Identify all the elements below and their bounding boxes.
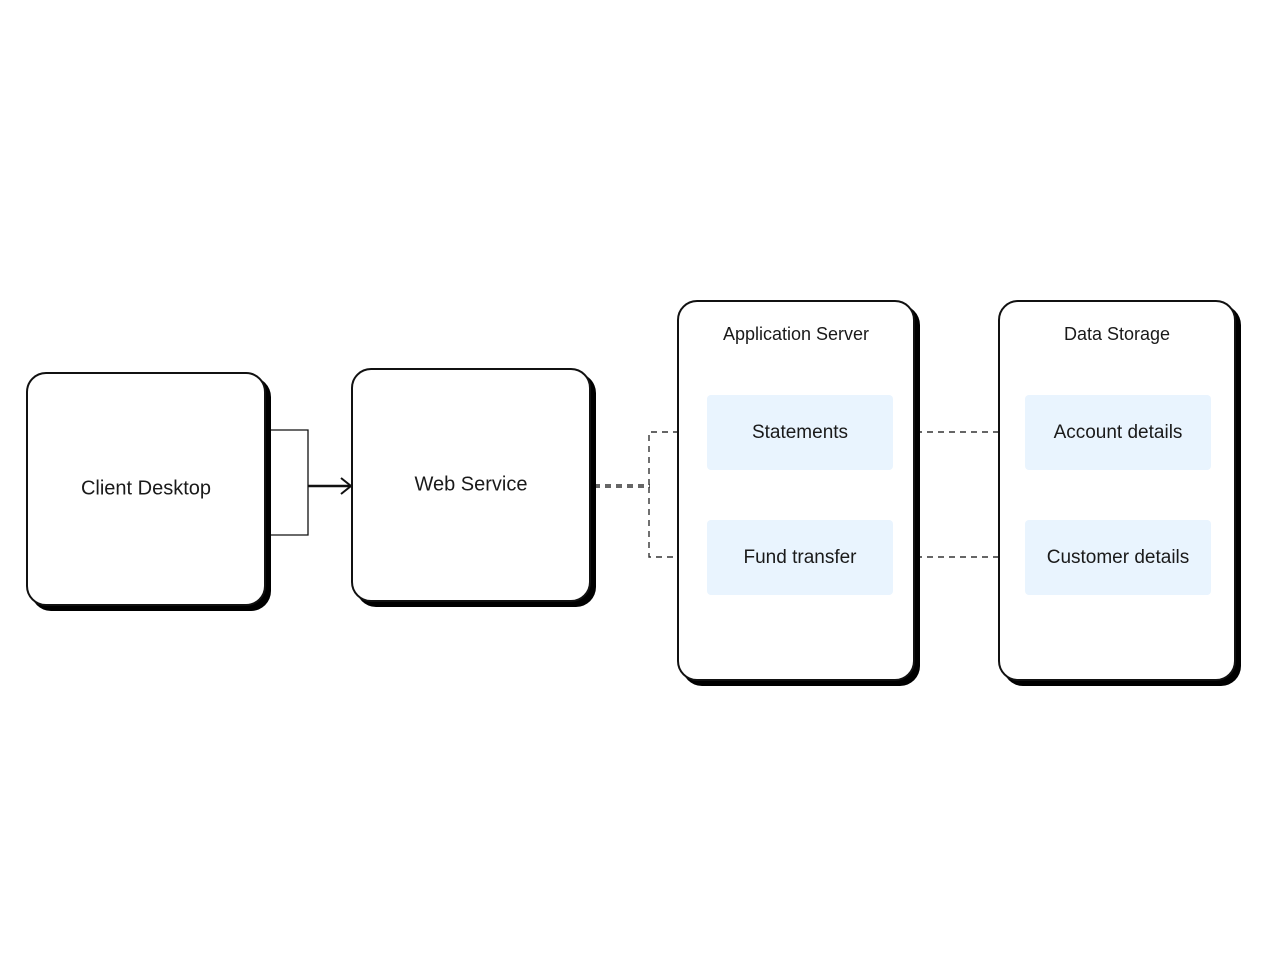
data-storage-group[interactable]: Data Storage bbox=[998, 300, 1236, 681]
client-desktop-label: Client Desktop bbox=[80, 477, 212, 500]
fund-transfer-chip[interactable]: Fund transfer bbox=[707, 520, 893, 595]
edge-client-to-webservice bbox=[268, 429, 353, 536]
application-server-group[interactable]: Application Server bbox=[677, 300, 915, 681]
client-desktop-node[interactable]: Client Desktop bbox=[26, 372, 266, 606]
account-details-chip[interactable]: Account details bbox=[1025, 395, 1211, 470]
data-storage-title: Data Storage bbox=[1063, 324, 1171, 344]
customer-details-chip[interactable]: Customer details bbox=[1025, 520, 1211, 595]
web-service-node[interactable]: Web Service bbox=[351, 368, 591, 602]
web-service-label: Web Service bbox=[414, 473, 528, 496]
statements-chip[interactable]: Statements bbox=[707, 395, 893, 470]
application-server-title: Application Server bbox=[722, 324, 870, 344]
